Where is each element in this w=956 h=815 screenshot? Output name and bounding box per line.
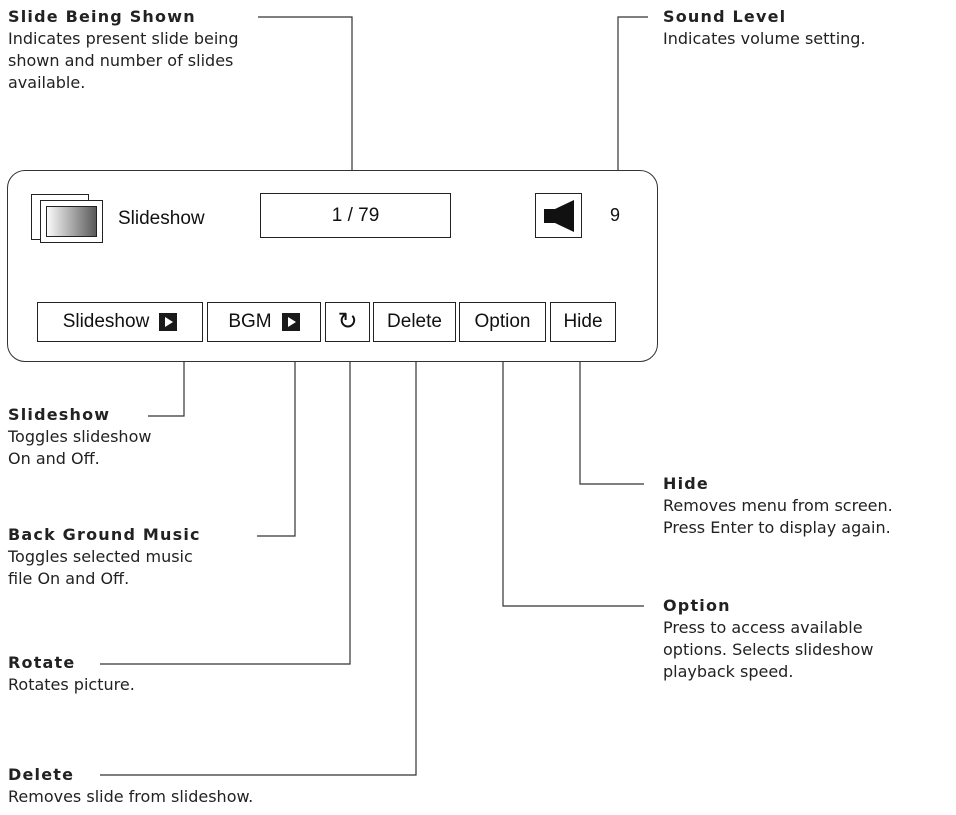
callout-title: Slide Being Shown <box>8 7 196 26</box>
leader-rotate <box>100 344 351 665</box>
callout-title: Option <box>663 596 731 615</box>
callout-title: Delete <box>8 765 75 784</box>
slideshow-button[interactable]: Slideshow <box>37 302 203 342</box>
option-button[interactable]: Option <box>459 302 546 342</box>
slide-counter-text: 1 / 79 <box>331 204 380 226</box>
play-icon <box>281 313 300 331</box>
callout-slide-shown: Slide Being Shown Indicates present slid… <box>8 6 308 94</box>
callout-title: Slideshow <box>8 405 111 424</box>
hide-button-label: Hide <box>563 311 603 332</box>
callout-option: Option Press to access available options… <box>663 595 948 683</box>
leader-hide <box>579 344 644 485</box>
delete-button-label: Delete <box>387 311 442 332</box>
leader-option <box>502 344 644 607</box>
callout-hide: Hide Removes menu from screen. Press Ent… <box>663 473 948 539</box>
callout-title: Sound Level <box>663 7 787 26</box>
callout-desc-line: On and Off. <box>8 449 100 468</box>
callout-desc-line: Indicates volume setting. <box>663 29 866 48</box>
leader-bgm <box>257 344 296 537</box>
leader-slideshow <box>148 344 185 417</box>
slide-counter: 1 / 79 <box>260 193 451 238</box>
rotate-button[interactable]: ↻ <box>325 302 370 342</box>
callout-desc-line: playback speed. <box>663 662 794 681</box>
callout-desc-line: Press to access available <box>663 618 863 637</box>
callout-desc-line: shown and number of slides <box>8 51 234 70</box>
callout-desc-line: Toggles selected music <box>8 547 193 566</box>
slideshow-button-label: Slideshow <box>62 311 150 332</box>
callout-rotate: Rotate Rotates picture. <box>8 652 268 696</box>
play-icon <box>159 313 178 331</box>
callout-title: Back Ground Music <box>8 525 201 544</box>
callout-desc-line: Removes menu from screen. <box>663 496 893 515</box>
bgm-button-label: BGM <box>228 311 272 332</box>
callout-title: Hide <box>663 474 709 493</box>
option-button-label: Option <box>474 311 531 332</box>
callout-desc-line: file On and Off. <box>8 569 130 588</box>
mode-label: Slideshow <box>118 208 205 229</box>
delete-button[interactable]: Delete <box>373 302 456 342</box>
speaker-icon <box>535 193 582 238</box>
rotate-icon: ↻ <box>337 308 358 335</box>
callout-desc-line: Indicates present slide being <box>8 29 239 48</box>
callout-desc-line: Rotates picture. <box>8 675 135 694</box>
callout-desc-line: Removes slide from slideshow. <box>8 787 254 806</box>
leader-delete <box>100 344 417 776</box>
callout-bgm: Back Ground Music Toggles selected music… <box>8 524 268 590</box>
hide-button[interactable]: Hide <box>550 302 616 342</box>
callout-title: Rotate <box>8 653 76 672</box>
slide-thumbnail <box>40 200 103 243</box>
callout-sound-level: Sound Level Indicates volume setting. <box>663 6 943 50</box>
callout-desc-line: Toggles slideshow <box>8 427 152 446</box>
callout-desc-line: Press Enter to display again. <box>663 518 891 537</box>
leader-sound-level <box>617 16 648 190</box>
callout-slideshow: Slideshow Toggles slideshow On and Off. <box>8 404 268 470</box>
callout-delete: Delete Removes slide from slideshow. <box>8 764 368 808</box>
bgm-button[interactable]: BGM <box>207 302 321 342</box>
callout-desc-line: available. <box>8 73 86 92</box>
callout-desc-line: options. Selects slideshow <box>663 640 874 659</box>
volume-level: 9 <box>610 205 621 225</box>
